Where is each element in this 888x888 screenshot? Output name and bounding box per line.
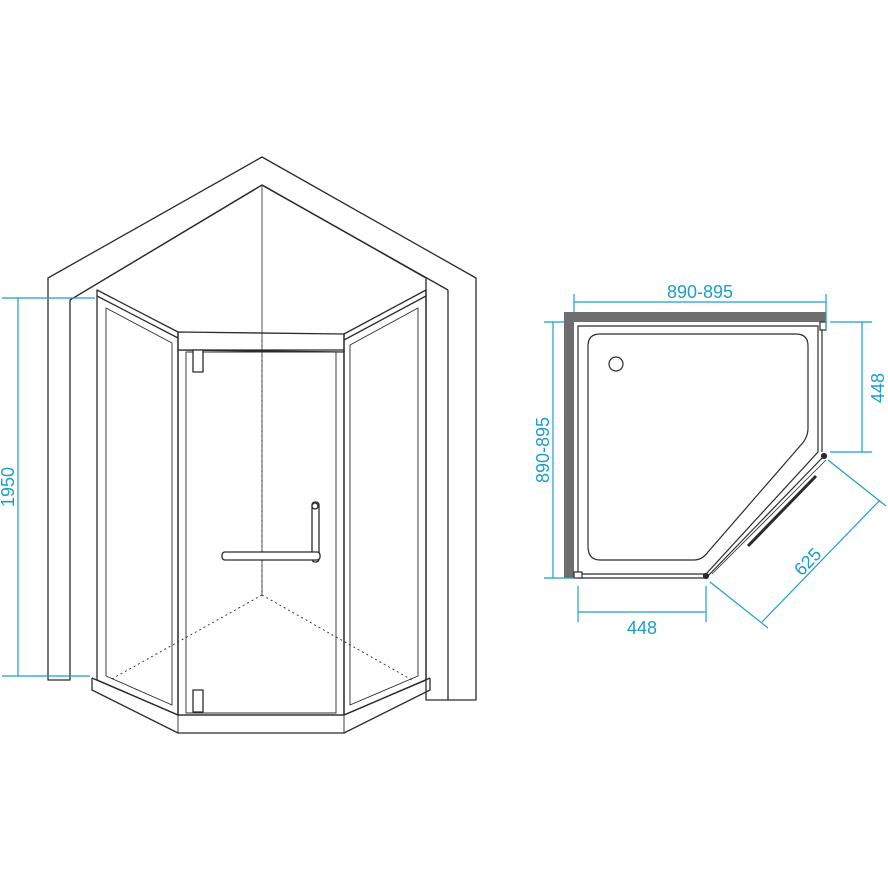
plan-view [564, 312, 828, 580]
left-glass-panel [96, 295, 179, 716]
floor-hidden-lines [109, 340, 413, 681]
plan-door-line-2 [711, 459, 827, 575]
plan-diagonal-label: 625 [790, 544, 825, 580]
handle-knob [311, 502, 319, 510]
wall-top-edge-left [69, 184, 263, 301]
plan-width-label: 890-895 [667, 282, 733, 302]
plan-tray-outline [577, 325, 819, 575]
plan-hinge-bottom [702, 572, 710, 580]
plan-door-line-1 [705, 455, 825, 579]
shower-tray-top [91, 677, 431, 716]
diagonal-dim-line [761, 499, 881, 623]
top-hinge [192, 349, 204, 373]
top-frame-right [343, 289, 427, 340]
right-glass-panel [343, 295, 427, 716]
plan-depth-label: 890-895 [533, 417, 553, 483]
height-label: 1950 [0, 467, 18, 507]
top-frame-left [96, 289, 179, 338]
wall-top-edge-right [261, 184, 449, 291]
height-dimension [2, 297, 95, 677]
front-door-glass [185, 351, 337, 714]
plan-hinge-top [820, 452, 828, 460]
plan-corner-bracket-top [819, 321, 827, 331]
towel-bar-handle [221, 551, 321, 561]
plan-basin [587, 333, 809, 561]
shower-tray-base [91, 678, 431, 734]
plan-door-handle [746, 474, 818, 548]
vertical-handle [311, 501, 320, 563]
plan-drain-icon [608, 356, 624, 372]
bottom-hinge [192, 689, 204, 713]
plan-corner-bracket-left [573, 571, 583, 579]
plan-side-top-label: 448 [868, 373, 888, 403]
elevation-view [47, 156, 477, 734]
right-glass-panel-inner [349, 307, 419, 706]
top-frame-front [177, 331, 345, 353]
plan-dimensions [544, 294, 887, 629]
left-glass-panel-inner [105, 307, 173, 706]
plan-side-bottom-label: 448 [627, 618, 657, 638]
plan-wall-left [564, 312, 574, 578]
plan-wall-top [564, 312, 826, 322]
